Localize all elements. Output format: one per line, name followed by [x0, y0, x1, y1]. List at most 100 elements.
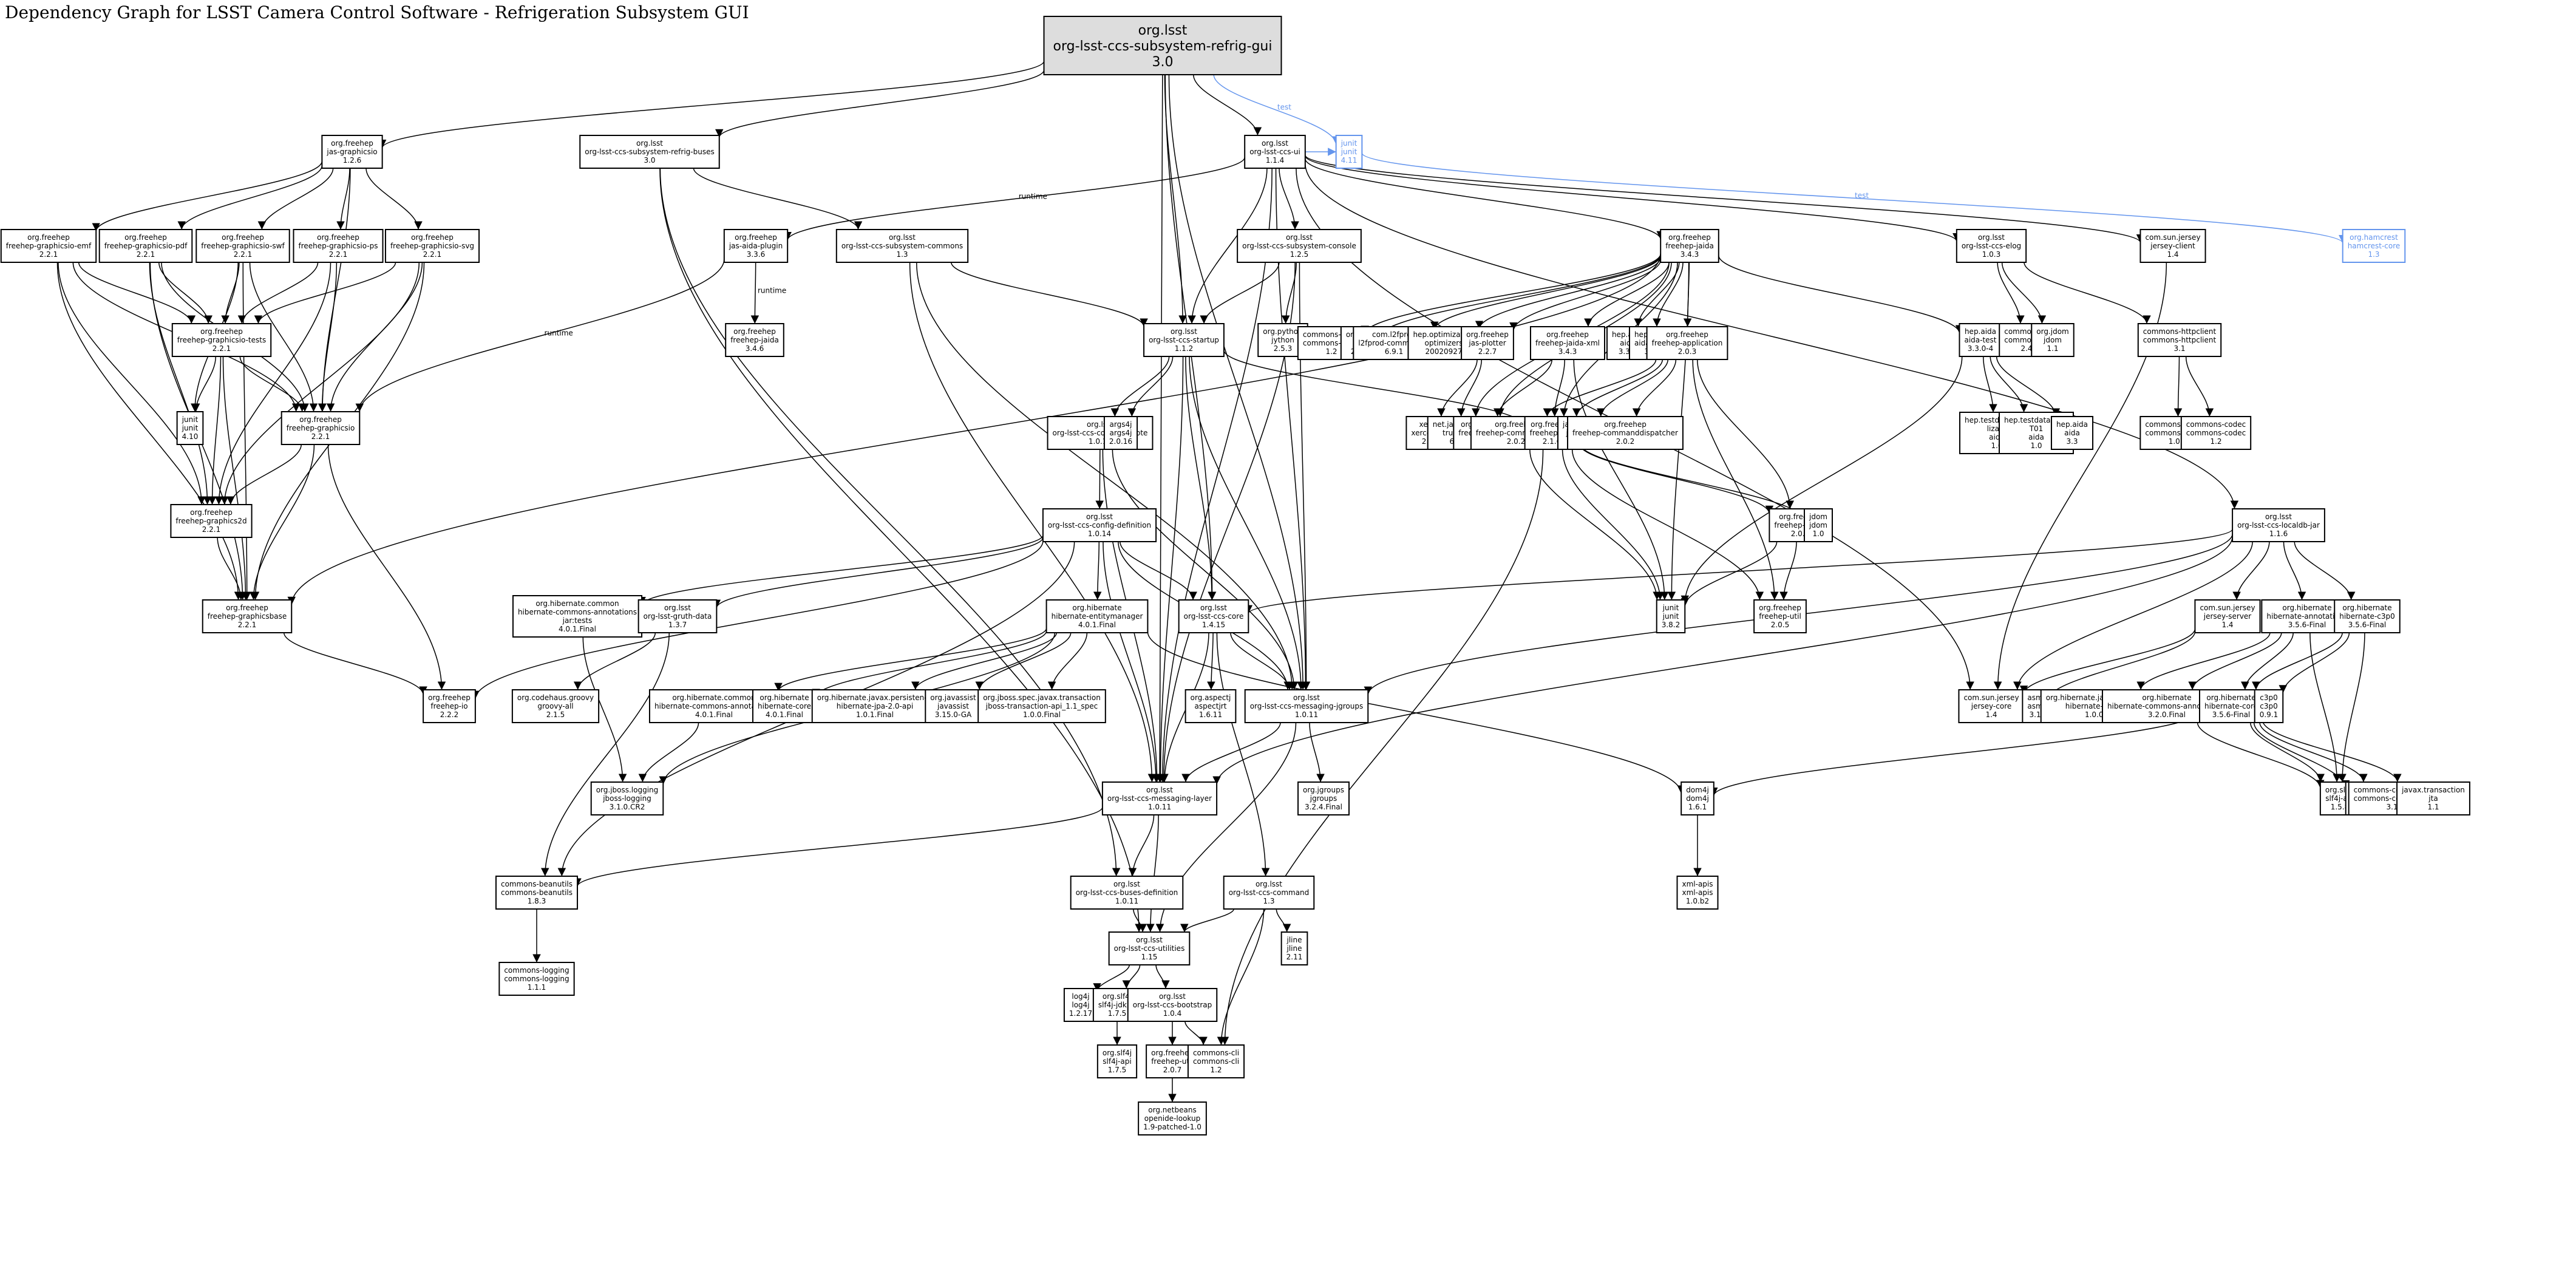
dependency-edge	[1180, 908, 1234, 933]
dependency-edge	[1110, 356, 1170, 417]
dependency-edge	[2024, 262, 2151, 324]
dependency-edge	[2013, 541, 2253, 690]
dependency-edge	[214, 262, 331, 505]
dependency-edge	[1529, 449, 1661, 601]
node-group: commons-codec	[2186, 420, 2246, 429]
node-artifact: junit	[1341, 148, 1358, 156]
node-artifact: commons-cli	[1193, 1057, 1239, 1066]
dependency-node: org.lsstorg-lsst-ccs-messaging-jgroups1.…	[1244, 689, 1369, 723]
node-version: 4.0.1.Final	[559, 625, 596, 633]
dependency-edge	[2188, 632, 2282, 690]
node-version: 2.2.2	[440, 710, 459, 719]
node-version: 1.2.5	[1290, 250, 1309, 259]
dependency-edge	[327, 444, 446, 690]
node-group: org.freehep	[733, 327, 776, 336]
node-artifact: freehep-util	[1151, 1057, 1194, 1066]
dependency-edge	[287, 253, 1661, 605]
dependency-edge	[1192, 74, 1262, 136]
dependency-edge	[249, 262, 318, 412]
node-group: org.jboss.logging	[596, 786, 659, 794]
edge-scope-label: test	[1277, 103, 1291, 111]
dependency-edge	[1653, 262, 1684, 327]
node-version: 1.0.14	[1088, 529, 1111, 538]
node-box	[1042, 508, 1157, 542]
node-group: com.sun.jersey	[2145, 233, 2200, 242]
node-version: 2.1.5	[546, 710, 565, 719]
node-version: 1.0.1.Final	[856, 710, 894, 719]
node-box	[195, 229, 290, 263]
dependency-node: org.hibernate.commonhibernate-commons-an…	[512, 595, 643, 638]
dependency-edge	[1128, 814, 1155, 877]
node-artifact: aida-test	[1964, 336, 1996, 344]
node-group: org.lsst	[1200, 604, 1227, 612]
dependency-edge	[217, 537, 245, 601]
node-group: org.lsst	[664, 604, 691, 612]
dependency-edge	[1309, 722, 1325, 783]
dependency-edge	[1230, 632, 1294, 690]
dependency-edge	[2197, 722, 2325, 788]
dependency-edge	[1220, 449, 1544, 1046]
node-group: commons-cli	[1193, 1049, 1239, 1057]
dependency-edge	[2173, 356, 2183, 417]
dependency-edge	[1184, 1021, 1208, 1046]
node-artifact: aspectjrt	[1195, 702, 1227, 710]
node-group: org.freehep	[222, 233, 264, 242]
dependency-node: org.hibernate.javax.persistencehibernate…	[811, 689, 939, 723]
node-version: 2.0.16	[1109, 437, 1132, 446]
dependency-edge	[471, 540, 1044, 700]
node-version: 3.15.0-GA	[935, 710, 972, 719]
node-version: 3.4.6	[746, 344, 764, 353]
node-version: 2.2.1	[238, 621, 257, 629]
dependency-edge	[1181, 722, 1281, 783]
node-version: 2.0.7	[1163, 1066, 1182, 1074]
node-group: org.freehep	[1666, 330, 1708, 339]
node-box	[1143, 323, 1225, 357]
node-artifact: org-lsst-ccs-buses-definition	[1076, 888, 1178, 897]
node-box	[171, 323, 272, 357]
node-artifact: jersey-server	[2203, 612, 2252, 621]
node-artifact: freehep-graphicsbase	[208, 612, 287, 621]
node-artifact: org-lsst-ccs-ui	[1249, 148, 1300, 156]
dependency-edge	[1710, 711, 2200, 796]
node-version: 1.0.3	[1982, 250, 2001, 259]
node-group: org.freehep	[124, 233, 167, 242]
dependency-edge	[2232, 541, 2270, 601]
node-artifact: org-lsst-gruth-data	[644, 612, 712, 621]
dependency-node: org.jboss.spec.javax.transactionjboss-tr…	[977, 689, 1106, 723]
node-box	[98, 229, 193, 263]
node-group: org.lsst	[1286, 233, 1313, 242]
node-box	[1184, 689, 1237, 723]
node-version: 1.7.5	[1108, 1066, 1127, 1074]
node-group: org.lsst	[1171, 327, 1197, 336]
dependency-edge	[1597, 359, 1669, 417]
dependency-edge	[1168, 74, 1307, 690]
node-artifact: hibernate-entitymanager	[1052, 612, 1143, 621]
dependency-edge	[249, 444, 315, 601]
node-group: org.freehep	[299, 415, 342, 424]
dependency-edge	[1212, 536, 2233, 785]
node-group: org.freehep	[1466, 330, 1509, 339]
dependency-edge	[1127, 356, 1174, 417]
node-group: hep.aida	[2056, 420, 2088, 429]
node-group: hep.aida	[1965, 327, 1996, 336]
node-artifact: hibernate-commons-annotations	[518, 608, 637, 616]
dependency-node: org.lsstorg-lsst-ccs-subsystem-console1.…	[1237, 229, 1362, 263]
node-version: 3.1	[2029, 710, 2041, 719]
node-group: org.lsst	[1086, 512, 1113, 521]
dependency-edge	[242, 262, 251, 601]
node-box	[811, 689, 939, 723]
node-group: org.hibernate	[2142, 693, 2191, 702]
dependency-edge	[2019, 628, 2196, 694]
node-artifact: freehep-graphicsio-emf	[6, 242, 92, 250]
node-artifact: freehep-jaida	[1665, 242, 1714, 250]
